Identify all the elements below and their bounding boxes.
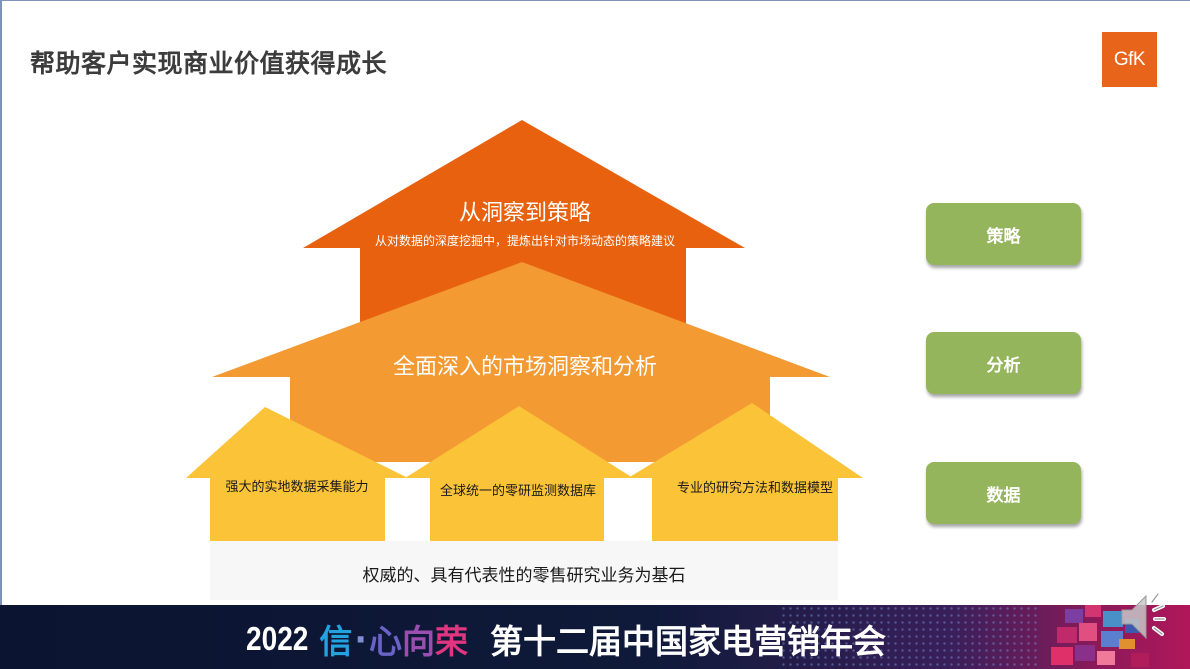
pillar-label-1: 强大的实地数据采集能力 (225, 480, 369, 495)
base-foundation-shape (210, 541, 838, 600)
pyramid-diagram (186, 120, 863, 600)
event-banner: 2022 信 · 心 向 荣 第十二届中国家电营销年会 (0, 605, 1190, 669)
banner-slogan-char: 心 (368, 622, 402, 661)
gfk-logo-icon: GfK (1102, 32, 1157, 87)
pillar-label-2: 全球统一的零研监测数据库 (439, 484, 596, 499)
banner-headline: 2022 信 · 心 向 荣 第十二届中国家电营销年会 (246, 615, 886, 663)
pillar-arrow-shape-3 (628, 403, 863, 541)
slide-border-left (0, 0, 2, 605)
middle-arrow-shape (212, 262, 830, 462)
logo-text: GfK (1113, 48, 1146, 70)
side-label-text: 数据 (986, 485, 1021, 506)
banner-slogan-char: 信 (319, 622, 353, 661)
banner-slogan-dot: · (354, 619, 367, 659)
side-label-text: 分析 (986, 355, 1021, 376)
side-label-text: 策略 (986, 226, 1021, 247)
top-arrow-subtitle: 从对数据的深度挖掘中，提炼出针对市场动态的策略建议 (374, 234, 675, 248)
top-arrow-title: 从洞察到策略 (458, 201, 591, 226)
pillar-label-3: 专业的研究方法和数据模型 (676, 481, 833, 496)
top-arrow-shape (303, 120, 745, 335)
banner-year: 2022 (246, 620, 309, 657)
page-title: 帮助客户实现商业价值获得成长 (30, 49, 388, 78)
pillar-arrow-shape-1 (186, 407, 408, 541)
audio-speaker-icon[interactable] (1118, 588, 1168, 646)
banner-dot-pattern (780, 605, 1040, 669)
middle-arrow-title: 全面深入的市场洞察和分析 (392, 355, 657, 380)
base-label: 权威的、具有代表性的零售研究业务为基石 (362, 566, 686, 586)
pillar-arrow-shape-2 (405, 406, 633, 541)
slide-border-top (0, 0, 1190, 1)
banner-slogan-char: 荣 (434, 622, 468, 661)
side-label-strategy[interactable]: 策略 (926, 203, 1081, 265)
banner-slogan-char: 向 (401, 622, 435, 661)
side-label-analysis[interactable]: 分析 (926, 332, 1081, 394)
side-label-data[interactable]: 数据 (926, 462, 1081, 524)
banner-event-name: 第十二届中国家电营销年会 (489, 622, 886, 661)
